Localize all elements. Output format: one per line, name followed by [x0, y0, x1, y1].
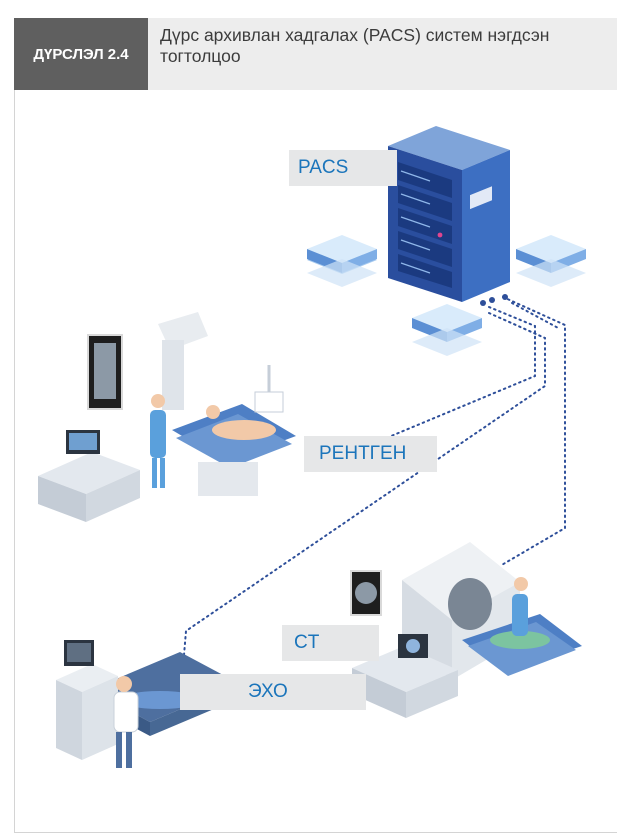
label-echo: ЭХО [180, 674, 366, 710]
xray-room-icon [38, 312, 296, 522]
ultrasound-room-icon [56, 640, 240, 768]
label-pacs: PACS [289, 150, 397, 186]
connector-echo [182, 312, 546, 668]
figure-title: Дүрс архивлан хадгалах (PACS) систем нэг… [160, 25, 550, 66]
network-node-icon [307, 235, 586, 356]
connector-ct [499, 296, 566, 567]
label-xray: РЕНТГЕН [304, 436, 437, 472]
ct-scanner-icon [350, 542, 582, 718]
pacs-server-icon [388, 126, 510, 302]
figure-number-tag: ДҮРСЛЭЛ 2.4 [14, 18, 148, 90]
label-ct: CT [282, 625, 379, 661]
